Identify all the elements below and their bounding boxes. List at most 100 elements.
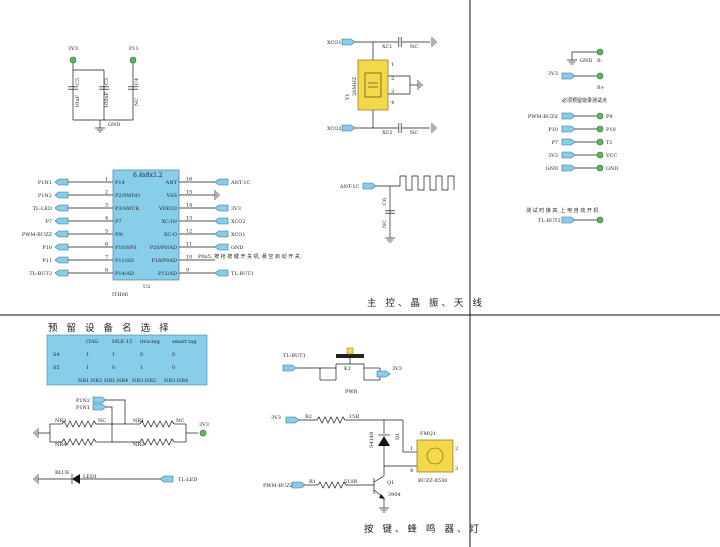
port-icon <box>54 230 69 238</box>
q-part: 3904 <box>388 492 401 498</box>
mcu-pin-name: XC-IN <box>162 219 178 225</box>
crystal-pin-1: 1 <box>391 62 394 68</box>
mcu-u2: 6.4x8x1.2 U2 ITH06 1P14P1N12P2/SWDOP1N23… <box>22 169 302 298</box>
net-3v3-label: 3V3 <box>68 46 78 52</box>
mcu-title: 6.4x8x1.2 <box>133 172 163 179</box>
button-net-label: TL-BUT1 <box>283 353 306 359</box>
resnet-3v3-label: 3V3 <box>199 422 209 428</box>
test-point <box>596 151 604 159</box>
antenna-net-label: ANT-1C <box>339 184 360 190</box>
table-header: iTAG <box>86 339 98 345</box>
section-title-io: 按 键、蜂 鸣 器、灯 <box>364 523 482 535</box>
gnd-icon <box>378 507 390 513</box>
buzzer-3v3-label: 3V3 <box>271 415 281 421</box>
mcu-pin-name: P7 <box>115 219 122 225</box>
mcu-pin-name: P14 <box>115 180 125 186</box>
r2-value: 15R <box>349 414 359 420</box>
table-cell: NR3,NR4 <box>164 378 188 384</box>
mcu-pin-name: P15/AD <box>158 271 177 277</box>
button-k1: TL-BUT1 K1 3V3 PWR <box>282 347 402 395</box>
mcu-pin-number: 9 <box>186 268 189 274</box>
table-cell: 0 <box>172 352 175 358</box>
port-tl-but2-icon <box>561 216 576 224</box>
port-icon <box>561 164 576 172</box>
gnd-label: GND <box>108 122 120 128</box>
button-3v3-label: 3V3 <box>392 366 402 372</box>
mcu-pin-number: 16 <box>186 177 192 183</box>
table-cell: NR1,NR4 <box>104 378 128 384</box>
buzzer-pin-3: 3 <box>455 466 458 472</box>
test-point <box>596 112 604 120</box>
nr1-ref: NR1 <box>133 418 144 424</box>
mcu-pin-number: 7 <box>105 255 108 261</box>
gnd-icon <box>566 59 578 65</box>
mcu-pin-name: P11/AD <box>115 258 134 264</box>
buzzer-part: BUZZ-8530 <box>418 478 447 484</box>
test-point <box>596 138 604 146</box>
mcu-net-label: TL-BUT1 <box>231 271 254 277</box>
xc1-value: NC <box>410 44 418 50</box>
table-cell: 1 <box>86 365 89 371</box>
mcu-pin-name: P20/P0/AD <box>150 245 177 251</box>
mcu-pin-name: VDD33 <box>158 206 177 212</box>
port-icon <box>561 112 576 120</box>
table-cell: 0 <box>140 352 143 358</box>
mcu-pin-number: 8 <box>105 268 108 274</box>
mcu-ref: U2 <box>143 284 150 290</box>
crystal-freq: 26MHZ <box>352 76 358 96</box>
net-p1n1-label: P1N1 <box>76 405 90 411</box>
mcu-pin-number: 14 <box>186 203 192 209</box>
cap-c3-ref: C3 <box>104 78 110 85</box>
mcu-pin-name: P10/SPS <box>115 245 137 251</box>
mcu-pin-number: 3 <box>105 203 108 209</box>
test-point-p11 <box>129 56 137 64</box>
mcu-pin-number: 2 <box>105 190 108 196</box>
cap-c5-value: 10uF <box>75 94 81 108</box>
port-3v3-icon <box>561 72 576 80</box>
mcu-net-label: XCO1 <box>231 232 246 238</box>
test-point <box>596 125 604 133</box>
mcu-part: ITH06 <box>112 292 128 298</box>
led-circuit: BLUE LED1 TL-LED <box>33 470 197 485</box>
antenna-cap-value: NC <box>382 220 388 228</box>
led-net-label: TL-LED <box>178 477 197 483</box>
table-header: smart tag <box>172 339 197 345</box>
port-icon <box>54 178 69 186</box>
nr3-ref: NR3 <box>55 418 66 424</box>
crystal-ref: Y1 <box>345 94 351 101</box>
test-net-label: 3V3 <box>548 153 558 159</box>
port-icon <box>214 269 229 277</box>
port-ant-icon <box>362 182 377 190</box>
buzzer-body <box>416 439 454 473</box>
port-icon <box>54 204 69 212</box>
cap-c3-value: 100nF <box>104 91 110 108</box>
b-minus-label: B- <box>597 58 603 64</box>
test-pad-label: VCC <box>605 153 617 159</box>
nr4-ref: NR4 <box>55 442 66 448</box>
buzzer-icon <box>426 447 444 465</box>
mcu-pin-name: P3/SWCK <box>115 206 140 212</box>
mcu-pin-name: P2/SWDO <box>115 193 140 199</box>
port-icon <box>214 204 229 212</box>
antenna-circuit: ANT-1C C6 NC <box>339 175 455 243</box>
crystal-pin-4: 4 <box>391 100 394 106</box>
table-cell: 0 <box>112 365 115 371</box>
mcu-net-label: PWM-BUZZ <box>22 232 53 238</box>
resistor-network: P1N2 P1N1 NR3 NC NR4 NR1 NC NR2 3V3 <box>33 396 209 448</box>
mcu-net-label: P1N1 <box>38 180 52 186</box>
mcu-net-label: 3V3 <box>231 206 241 212</box>
table-cell: 1 <box>140 365 143 371</box>
diode-ref: D1 <box>395 433 401 440</box>
test-points-title: 必须预留烧录测试点 <box>562 97 607 104</box>
transistor-icon <box>379 494 385 499</box>
mcu-net-label: P10 <box>42 245 52 251</box>
mcu-net-label: GND <box>231 245 243 251</box>
test-pad-label: T1 <box>606 140 613 146</box>
port-icon <box>214 178 229 186</box>
test-point-b-plus <box>596 72 604 80</box>
mcu-pin-number: 11 <box>186 242 192 248</box>
table-cell: NR3,NR2 <box>132 378 156 384</box>
mcu-net-label: ANT-1C <box>230 180 251 186</box>
boot-net-label: TL-BUT2 <box>538 218 561 224</box>
